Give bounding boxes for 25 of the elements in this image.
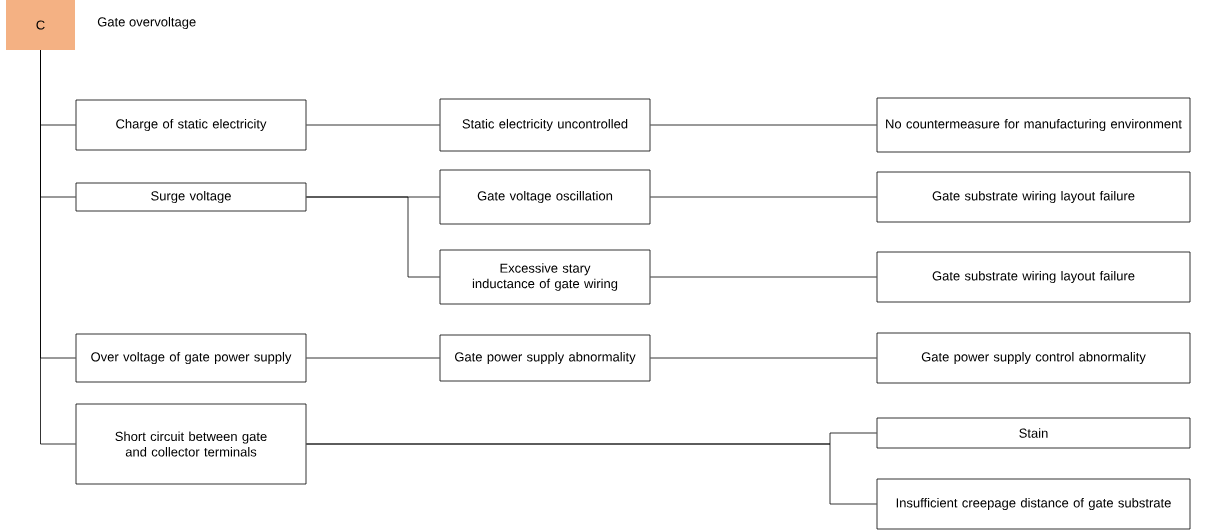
cause-box: Stain — [876, 417, 1191, 449]
cause-box: Excessive stary inductance of gate wiring — [439, 249, 651, 305]
connector-line — [40, 49, 76, 445]
connector-line — [650, 196, 877, 198]
heading-text: Gate overvoltage — [97, 16, 196, 30]
cause-box: Gate voltage oscillation — [439, 169, 651, 225]
connector-line — [306, 443, 877, 505]
connector-line — [306, 124, 440, 126]
connector-line — [306, 357, 440, 359]
connector-line — [650, 357, 877, 359]
cause-box: Gate power supply control abnormality — [876, 332, 1191, 384]
cause-box: Short circuit between gate and collector terminals — [75, 403, 307, 485]
cause-box: Insufficient creepage distance of gate substrate — [876, 478, 1191, 530]
cause-box: Charge of static electricity — [75, 99, 307, 151]
cause-box: Static electricity uncontrolled — [439, 98, 651, 152]
connector-line — [306, 196, 440, 278]
category-box: C — [6, 0, 75, 50]
connector-line — [650, 276, 877, 278]
cause-box: Gate substrate wiring layout failure — [876, 171, 1191, 223]
cause-box: Gate substrate wiring layout failure — [876, 251, 1191, 303]
connector-line — [650, 124, 877, 126]
cause-box: Surge voltage — [75, 182, 307, 212]
cause-box: Over voltage of gate power supply — [75, 333, 307, 383]
cause-box: Gate power supply abnormality — [439, 334, 651, 382]
cause-box: No countermeasure for manufacturing environment — [876, 97, 1191, 153]
